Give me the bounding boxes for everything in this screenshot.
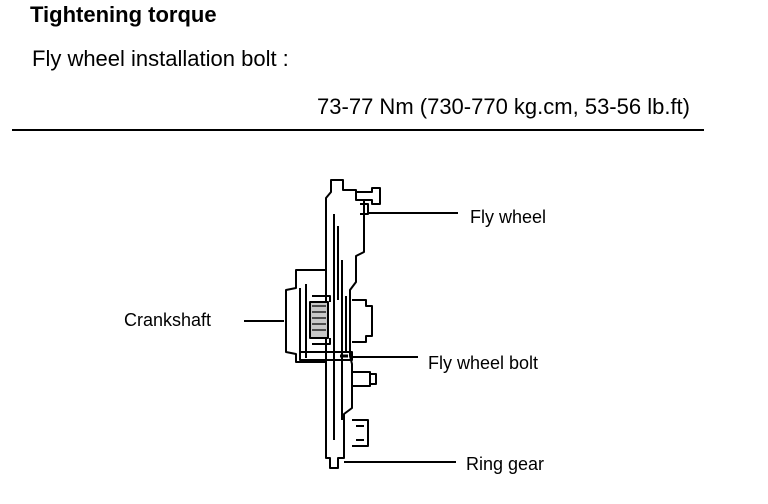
fly-wheel-bolt — [352, 299, 373, 343]
spec-label: Fly wheel installation bolt : — [32, 46, 289, 71]
section-heading: Tightening torque — [30, 2, 217, 27]
label-fly-wheel-bolt: Fly wheel bolt — [428, 353, 539, 373]
crankshaft-flange — [285, 269, 326, 363]
label-crankshaft: Crankshaft — [124, 310, 212, 330]
label-fly-wheel: Fly wheel — [470, 207, 547, 227]
label-ring-gear: Ring gear — [466, 454, 545, 474]
torque-value: 73-77 Nm (730-770 kg.cm, 53-56 lb.ft) — [317, 94, 690, 119]
top-bolt — [356, 187, 381, 205]
lower-bolt — [352, 371, 371, 387]
ring-gear-detail — [352, 419, 369, 447]
divider-rule — [12, 129, 704, 131]
crankshaft-hub — [309, 301, 329, 339]
fly-wheel-web — [333, 214, 347, 440]
